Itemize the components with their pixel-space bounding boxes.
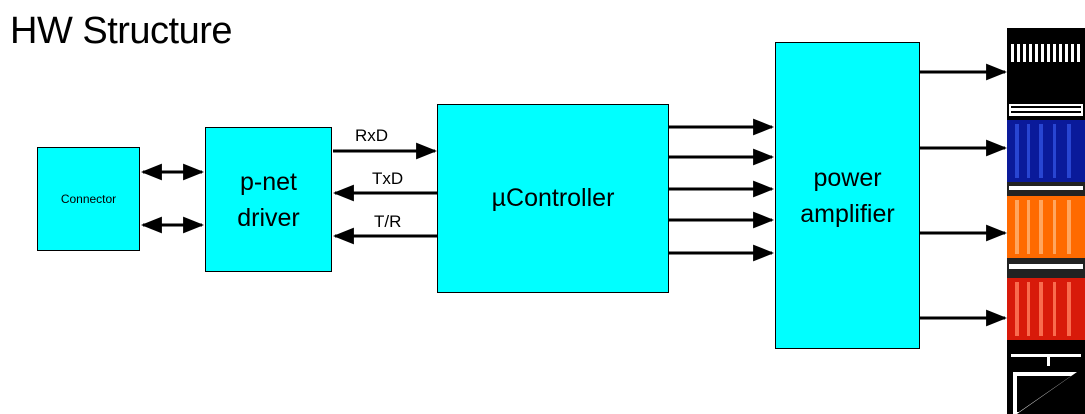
signal-tower-image	[1007, 28, 1085, 414]
power-amplifier-block: power amplifier	[775, 42, 920, 349]
top-cap-stripes	[1011, 44, 1080, 62]
pnet-driver-block: p-net driver	[205, 127, 332, 272]
blue-light-segment	[1007, 120, 1085, 182]
microcontroller-block: µController	[437, 104, 669, 293]
power-amplifier-label-line2: amplifier	[800, 199, 895, 228]
power-amplifier-label-line1: power	[813, 163, 882, 192]
rxd-label: RxD	[355, 126, 389, 145]
connector-label: Connector	[60, 192, 117, 206]
orange-light-segment	[1007, 196, 1085, 258]
pnet-driver-label-line1: p-net	[240, 167, 297, 196]
microcontroller-label: µController	[491, 184, 615, 212]
connector-block: Connector	[37, 147, 140, 251]
red-light-segment	[1007, 278, 1085, 340]
tr-label: T/R	[374, 212, 402, 231]
page-title: HW Structure	[10, 10, 233, 52]
txd-label: TxD	[372, 169, 404, 188]
pnet-driver-label-line2: driver	[237, 203, 300, 232]
